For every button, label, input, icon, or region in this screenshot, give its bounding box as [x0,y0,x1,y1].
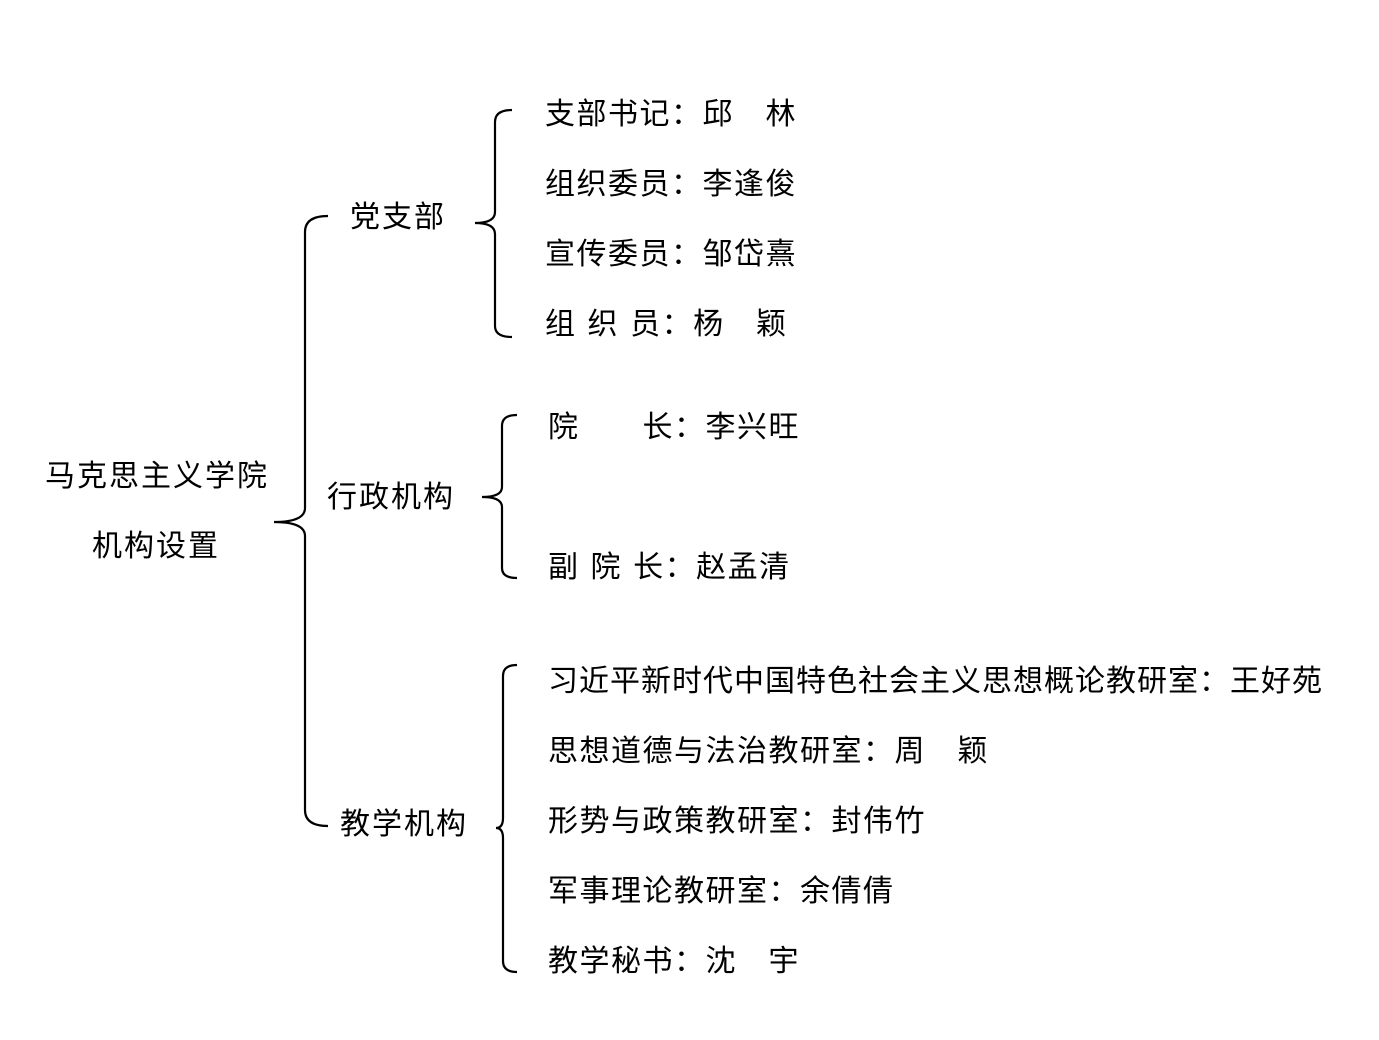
teaching-brace [495,663,518,974]
teaching-item: 军事理论教研室：余倩倩 [548,874,895,909]
root-brace [273,214,329,828]
teaching-item: 思想道德与法治教研室：周 颖 [548,734,989,769]
party-item: 组 织 员：杨 颖 [545,307,788,342]
party-brace [474,108,513,339]
admin-brace [481,413,518,580]
admin-item: 院 长：李兴旺 [548,410,800,445]
branch-teaching: 教学机构 [340,807,468,842]
teaching-item: 形势与政策教研室：封伟竹 [548,804,926,839]
root-title-line1: 马克思主义学院 [45,459,269,494]
branch-admin: 行政机构 [327,480,455,515]
teaching-item: 习近平新时代中国特色社会主义思想概论教研室：王好苑 [548,664,1323,699]
teaching-item: 教学秘书：沈 宇 [548,944,800,979]
root-title-line2: 机构设置 [92,529,220,564]
admin-item: 副 院 长：赵孟清 [548,550,791,585]
party-item: 宣传委员：邹岱熹 [545,237,797,272]
party-item: 组织委员：李逢俊 [545,167,797,202]
party-item: 支部书记：邱 林 [545,97,797,132]
branch-party: 党支部 [350,200,446,235]
